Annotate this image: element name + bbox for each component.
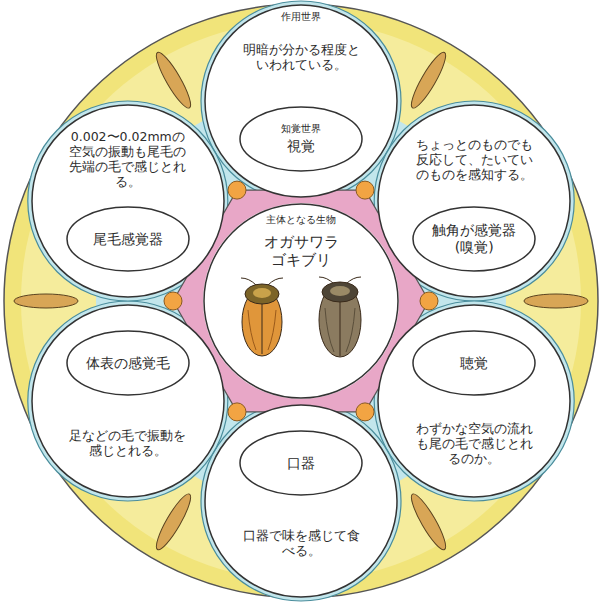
ellipse-outline: [413, 207, 535, 271]
perception-ellipse: 体表の感覚毛: [66, 330, 190, 396]
action-circle: 0.002〜0.02mmの空気の振動も尾毛の先端の毛で感じとれる。尾毛感覚器: [31, 104, 225, 298]
circle-outline: [205, 5, 397, 197]
text-slot: 足などの毛で振動を感じとれる。: [68, 411, 188, 475]
action-circle: ちょっとのものでも反応して、たいていのものを感知する。触角が感覚器 (嗅覚): [377, 104, 571, 298]
ellipse-outline: [67, 331, 189, 395]
perception-ellipse: 口器: [239, 430, 363, 496]
circle-outline: [32, 305, 224, 497]
action-text: 明暗が分かる程度といわれている。: [241, 26, 361, 88]
action-text: 足などの毛で振動を感じとれる。: [68, 411, 188, 475]
ellipse-outline: [240, 431, 362, 495]
perception-ellipse: 知覚世界視覚: [239, 106, 363, 172]
perception-ellipse: 聴覚: [412, 330, 536, 396]
action-circle: 足などの毛で振動を感じとれる。 体表の感覚毛: [31, 304, 225, 498]
text-slot: ちょっとのものでも反応して、たいていのものを感知する。: [414, 127, 534, 191]
circle-outline: [378, 305, 570, 497]
action-circle: わずかな空気の流れも尾の毛で感じとれるのか。 聴覚: [377, 304, 571, 498]
node-outline: [203, 203, 399, 399]
circle-outline: [378, 105, 570, 297]
text-slot: 明暗が分かる程度といわれている。: [241, 26, 361, 88]
outer-ring: [4, 4, 598, 598]
world-heading: 知覚世界: [281, 123, 321, 134]
center-ground: [203, 203, 399, 399]
perception-text: 触角が感覚器 (嗅覚): [426, 222, 522, 256]
text-slot: 触角が感覚器 (嗅覚): [412, 206, 536, 272]
perception-ellipse: 尾毛感覚器: [66, 206, 190, 272]
lens-ornaments: [14, 49, 588, 553]
text-slot: 作用世界: [271, 10, 331, 24]
action-circle: 口器で味を感じて食べる。 口器: [204, 404, 398, 598]
cockroach-illustration: [241, 277, 361, 357]
circle-outline: [32, 105, 224, 297]
text-slot: 主体となる生物: [251, 213, 351, 227]
text-slot: 聴覚: [412, 330, 536, 396]
world-heading: 作用世界: [271, 10, 331, 24]
text-slot: 知覚世界視覚: [239, 106, 363, 172]
circle-outline: [204, 204, 398, 398]
text-slot: オガサワラゴキブリ: [260, 231, 342, 271]
action-text: わずかな空気の流れも尾の毛で感じとれるのか。: [414, 411, 534, 475]
circle-outline: [205, 405, 397, 597]
action-text: 0.002〜0.02mmの空気の振動も尾毛の先端の毛で感じとれる。: [68, 127, 188, 191]
perception-text: 視覚: [287, 138, 315, 155]
text-slot: 尾毛感覚器: [66, 206, 190, 272]
text-slot: 体表の感覚毛: [66, 330, 190, 396]
action-text: ちょっとのものでも反応して、たいていのものを感知する。: [414, 127, 534, 191]
ellipse-outline: [413, 331, 535, 395]
ellipse-outline: [67, 207, 189, 271]
text-slot: 口器: [239, 430, 363, 496]
subject-circle: 主体となる生物オガサワラゴキブリ: [203, 203, 399, 399]
petal-halos: [28, 1, 574, 601]
perception-text: 尾毛感覚器: [93, 231, 163, 248]
text-slot: わずかな空気の流れも尾の毛で感じとれるのか。: [414, 411, 534, 475]
text-slot: 口器で味を感じて食べる。: [241, 511, 361, 575]
perception-text: 口器: [287, 455, 315, 472]
subject-heading: 主体となる生物: [251, 213, 351, 227]
species-name: オガサワラゴキブリ: [260, 231, 342, 271]
action-circle: 作用世界明暗が分かる程度といわれている。知覚世界視覚: [204, 4, 398, 198]
perception-text: 体表の感覚毛: [86, 355, 170, 372]
ellipse-outline: [240, 107, 362, 171]
perception-ellipse: 触角が感覚器 (嗅覚): [412, 206, 536, 272]
perception-text: 聴覚: [460, 355, 488, 372]
action-text: 口器で味を感じて食べる。: [241, 511, 361, 575]
text-slot: 0.002〜0.02mmの空気の振動も尾毛の先端の毛で感じとれる。: [68, 127, 188, 191]
